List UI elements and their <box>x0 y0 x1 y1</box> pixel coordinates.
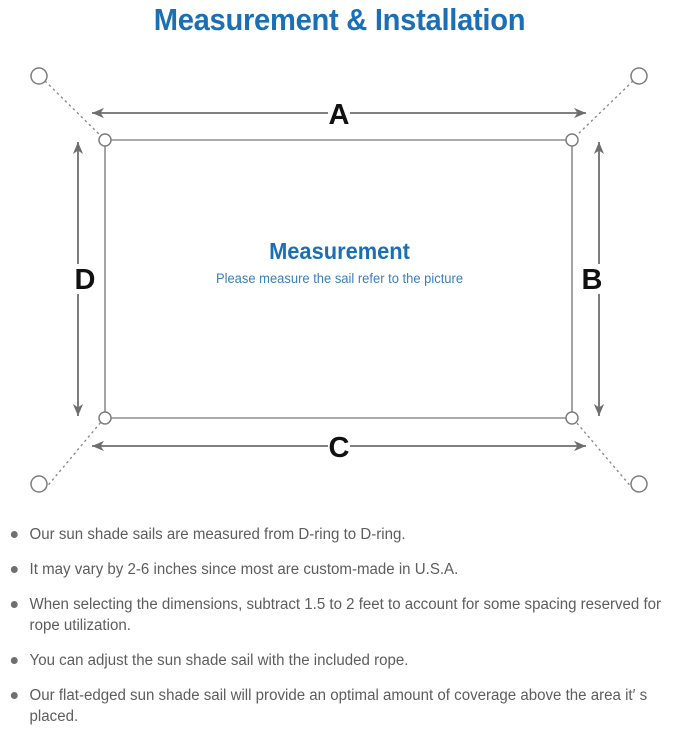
note-text: Our sun shade sails are measured from D-… <box>29 526 406 543</box>
note-text: You can adjust the sun shade sail with t… <box>29 652 409 669</box>
bullet-icon <box>10 692 18 699</box>
d-ring-top-right <box>565 133 579 147</box>
note-text: Our flat-edged sun shade sail will provi… <box>29 687 648 725</box>
anchor-circle-top-right <box>630 67 648 85</box>
anchor-circle-bottom-right <box>630 475 648 493</box>
rope-line-top-right <box>575 80 634 137</box>
dimension-label-b: B <box>582 264 603 296</box>
bullet-icon <box>10 531 18 538</box>
shade-sail-measurement-diagram: A B C D <box>30 67 648 493</box>
anchor-circle-bottom-left <box>30 475 48 493</box>
d-ring-bottom-left <box>98 411 112 425</box>
dimension-label-c: C <box>329 432 350 464</box>
sail-body <box>104 139 573 419</box>
bullet-icon <box>10 566 18 573</box>
d-ring-bottom-right <box>565 411 579 425</box>
rope-line-bottom-left <box>44 421 102 490</box>
bullet-icon <box>10 657 18 664</box>
dimension-label-d: D <box>75 264 96 296</box>
notes-list: Our sun shade sails are measured from D-… <box>0 524 679 741</box>
note-item: It may vary by 2-6 inches since most are… <box>0 559 669 580</box>
note-item: You can adjust the sun shade sail with t… <box>0 650 669 671</box>
note-text: When selecting the dimensions, subtract … <box>29 596 662 634</box>
note-item: Our sun shade sails are measured from D-… <box>0 524 669 545</box>
d-ring-top-left <box>98 133 112 147</box>
note-text: It may vary by 2-6 inches since most are… <box>29 561 459 578</box>
rope-line-bottom-right <box>575 421 634 490</box>
anchor-circle-top-left <box>30 67 48 85</box>
rope-line-top-left <box>44 80 102 137</box>
page-title: Measurement & Installation <box>153 2 526 37</box>
note-item: When selecting the dimensions, subtract … <box>0 594 669 636</box>
dimension-label-a: A <box>329 99 350 131</box>
note-item: Our flat-edged sun shade sail will provi… <box>0 685 669 727</box>
bullet-icon <box>10 601 18 608</box>
